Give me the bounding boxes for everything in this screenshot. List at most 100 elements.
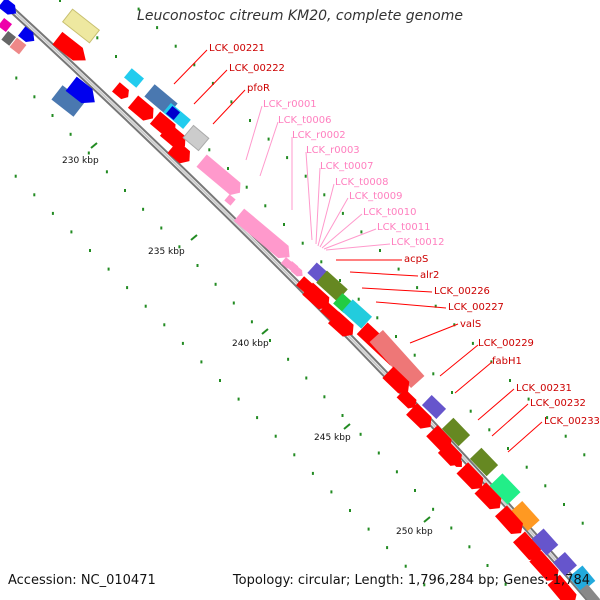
ruler-dot: [379, 249, 381, 252]
feature-cds[interactable]: [406, 403, 436, 433]
ruler-dot: [301, 241, 304, 245]
feature-cds[interactable]: [369, 329, 425, 389]
feature-cds[interactable]: [9, 37, 27, 55]
feature-cds[interactable]: [396, 388, 420, 412]
ruler-dot: [264, 204, 267, 208]
feature-cds[interactable]: [167, 140, 194, 167]
feature-cds[interactable]: [1, 30, 17, 46]
leader-line: [439, 344, 479, 377]
feature-cds[interactable]: [165, 105, 181, 121]
gene-label[interactable]: LCK_00221: [209, 43, 265, 54]
ruler-dot: [33, 95, 36, 99]
ruler-dot: [144, 304, 147, 308]
gene-label[interactable]: LCK_00231: [516, 383, 572, 394]
feature-cds[interactable]: [382, 366, 413, 398]
gene-label[interactable]: LCK_r0002: [292, 130, 346, 141]
feature-cds[interactable]: [341, 299, 373, 329]
gene-label[interactable]: LCK_t0007: [320, 161, 373, 172]
feature-rrna[interactable]: [233, 208, 295, 264]
ruler-dot: [219, 379, 221, 382]
feature-cds[interactable]: [421, 395, 447, 419]
feature-cds[interactable]: [61, 8, 101, 44]
feature-cds[interactable]: [449, 454, 464, 470]
feature-cds[interactable]: [553, 551, 577, 577]
ruler-dot: [156, 26, 159, 30]
feature-cds[interactable]: [0, 0, 20, 18]
ruler-dot: [468, 545, 471, 549]
gene-label[interactable]: LCK_00232: [530, 398, 586, 409]
leader-line: [491, 403, 529, 437]
gene-label[interactable]: LCK_t0011: [377, 222, 430, 233]
ruler-dot: [377, 451, 380, 455]
feature-cds[interactable]: [127, 95, 158, 125]
feature-cds[interactable]: [510, 500, 540, 532]
gene-label[interactable]: LCK_00227: [448, 302, 504, 313]
feature-cds[interactable]: [51, 85, 85, 117]
gene-label[interactable]: acpS: [404, 254, 428, 265]
feature-trna[interactable]: [290, 265, 305, 279]
ruler-dot: [283, 223, 285, 226]
ruler-dot: [432, 507, 435, 511]
feature-cds[interactable]: [489, 473, 521, 505]
feature-cds[interactable]: [474, 482, 506, 513]
ruler-dot: [434, 304, 437, 308]
gene-label[interactable]: valS: [460, 319, 481, 330]
feature-cds[interactable]: [182, 124, 210, 152]
feature-cds[interactable]: [65, 76, 101, 110]
gene-label[interactable]: LCK_00222: [229, 63, 285, 74]
feature-cds[interactable]: [531, 528, 559, 556]
kbp-tick: [343, 423, 351, 430]
ruler-dot: [488, 428, 491, 432]
feature-cds[interactable]: [52, 31, 90, 67]
leader-line: [321, 213, 363, 249]
feature-cds[interactable]: [0, 17, 13, 33]
ruler-dot: [115, 55, 117, 58]
feature-cds[interactable]: [327, 311, 358, 340]
kbp-ticks: 230 kbp 235 kbp 240 kbp 245 kbp 250 kbp: [62, 142, 433, 537]
gene-label[interactable]: LCK_00226: [434, 286, 490, 297]
feature-cds[interactable]: [529, 550, 562, 585]
ruler-dot: [469, 409, 472, 413]
feature-cds[interactable]: [124, 68, 144, 88]
feature-cds[interactable]: [112, 82, 132, 101]
gene-label[interactable]: LCK_t0010: [363, 207, 416, 218]
feature-cds[interactable]: [547, 574, 581, 600]
gene-label[interactable]: LCK_t0012: [391, 237, 444, 248]
leader-line: [454, 361, 493, 394]
leader-line: [259, 121, 279, 177]
ruler-dot: [287, 357, 290, 361]
ruler-dot: [546, 416, 549, 420]
gene-label[interactable]: LCK_00233: [544, 416, 600, 427]
ruler-dot: [509, 379, 511, 382]
gene-label[interactable]: alr2: [420, 270, 439, 281]
gene-label[interactable]: LCK_t0009: [349, 191, 402, 202]
ruler-dot: [267, 137, 270, 141]
feature-cds[interactable]: [320, 302, 341, 323]
gene-label[interactable]: fabH1: [492, 356, 522, 367]
gene-label[interactable]: LCK_r0003: [306, 145, 360, 156]
ruler-dot: [105, 170, 108, 174]
feature-cds[interactable]: [18, 26, 38, 45]
ruler-dot: [525, 465, 528, 469]
feature-cds[interactable]: [302, 282, 334, 314]
feature-cds[interactable]: [579, 584, 600, 600]
gene-label[interactable]: LCK_00229: [478, 338, 534, 349]
kbp-label: 245 kbp: [314, 433, 351, 443]
gene-label[interactable]: LCK_t0008: [335, 177, 388, 188]
feature-cds[interactable]: [426, 425, 456, 455]
gene-label[interactable]: pfoR: [247, 83, 270, 94]
gene-label[interactable]: LCK_t0006: [278, 115, 331, 126]
feature-cds[interactable]: [456, 462, 488, 493]
feature-cds[interactable]: [513, 531, 545, 564]
ruler-dot: [527, 397, 530, 401]
feature-cds[interactable]: [441, 417, 471, 447]
feature-cds[interactable]: [495, 505, 527, 538]
ruler-dot: [504, 582, 507, 586]
feature-cds[interactable]: [469, 447, 499, 477]
gene-label[interactable]: LCK_r0001: [263, 99, 317, 110]
feature-rrna[interactable]: [196, 154, 245, 198]
ruler-dot: [293, 453, 296, 457]
feature-cds[interactable]: [316, 270, 348, 302]
ruler-dot: [181, 341, 184, 345]
feature-rrna[interactable]: [224, 194, 236, 206]
